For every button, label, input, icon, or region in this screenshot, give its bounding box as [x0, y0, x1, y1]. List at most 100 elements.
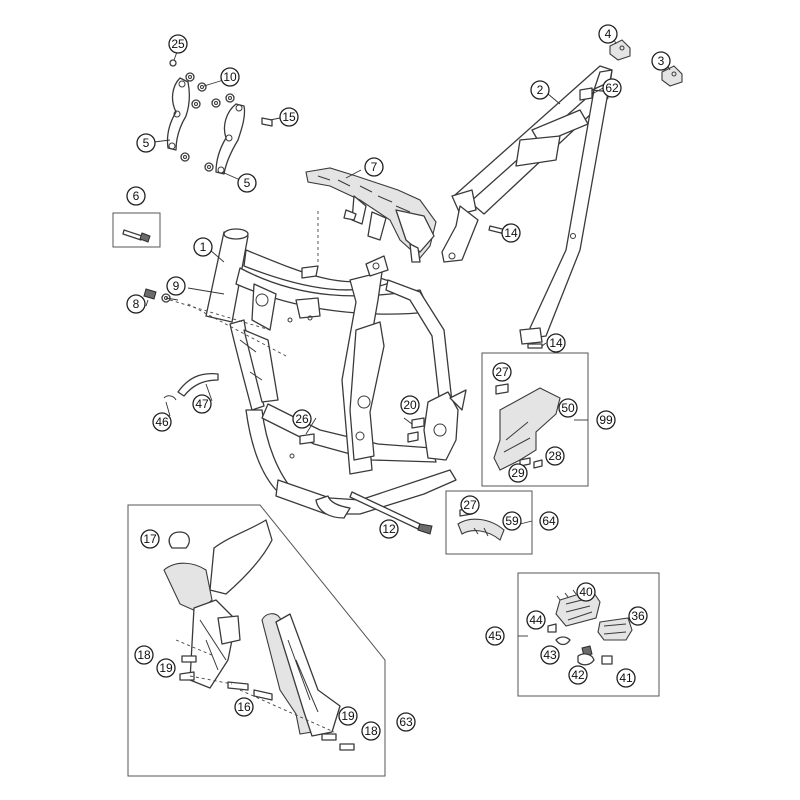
callout-label: 42: [571, 668, 585, 682]
callout-label: 20: [403, 398, 417, 412]
callout-label: 63: [399, 715, 413, 729]
callout-label: 50: [561, 401, 575, 415]
callout-label: 15: [282, 110, 296, 124]
callout-27-guide: 27: [492, 362, 512, 382]
callout-6: 6: [126, 186, 146, 206]
callout-41: 41: [616, 668, 636, 688]
callout-17: 17: [140, 529, 160, 549]
callout-label: 19: [159, 661, 173, 675]
callout-62: 62: [602, 78, 622, 98]
callout-19-right: 19: [338, 706, 358, 726]
callout-label: 45: [488, 629, 502, 643]
box-63: [127, 504, 386, 777]
callout-9: 9: [166, 276, 186, 296]
callout-46: 46: [152, 412, 172, 432]
callout-label: 40: [579, 585, 593, 599]
callout-45: 45: [485, 626, 505, 646]
callout-label: 64: [542, 514, 556, 528]
callout-label: 5: [143, 136, 150, 150]
callout-label: 27: [495, 365, 509, 379]
callout-label: 19: [341, 709, 355, 723]
box-45: [517, 572, 660, 697]
callout-5-left: 5: [136, 133, 156, 153]
callout-4: 4: [598, 24, 618, 44]
callout-44: 44: [526, 610, 546, 630]
callout-29: 29: [508, 463, 528, 483]
callout-label: 36: [631, 609, 645, 623]
callout-10: 10: [220, 67, 240, 87]
callout-27-slider: 27: [460, 495, 480, 515]
callout-12: 12: [379, 519, 399, 539]
callout-label: 7: [371, 160, 378, 174]
callout-63: 63: [396, 712, 416, 732]
box-99: [481, 352, 589, 487]
bracket-washers: [169, 59, 273, 172]
callout-19-left: 19: [156, 658, 176, 678]
callout-label: 10: [223, 70, 237, 84]
callout-label: 25: [171, 37, 185, 51]
box-64: [445, 490, 533, 555]
callout-label: 29: [511, 466, 525, 480]
callout-26: 26: [292, 409, 312, 429]
part-6-bolt-kit: [112, 212, 161, 248]
callout-label: 1: [200, 240, 207, 254]
callout-label: 18: [364, 724, 378, 738]
callout-59: 59: [502, 511, 522, 531]
callout-label: 3: [658, 54, 665, 68]
callout-label: 4: [605, 27, 612, 41]
callout-label: 99: [599, 413, 613, 427]
part-7-bracket: [305, 167, 437, 263]
callout-50: 50: [558, 398, 578, 418]
engine-bracket-right: [215, 103, 246, 175]
chain-guide-99: [493, 383, 561, 471]
part-47-hose: [163, 372, 219, 401]
callout-label: 46: [155, 415, 169, 429]
callout-43: 43: [540, 645, 560, 665]
callout-label: 9: [173, 279, 180, 293]
group-boxes: [127, 352, 660, 777]
callout-label: 28: [548, 449, 562, 463]
callout-3: 3: [651, 51, 671, 71]
callout-15: 15: [279, 107, 299, 127]
callout-42: 42: [568, 665, 588, 685]
callout-label: 44: [529, 613, 543, 627]
subframe-fasteners: [488, 39, 683, 349]
callout-label: 59: [505, 514, 519, 528]
rear-subframe: [441, 65, 615, 345]
callout-47: 47: [192, 394, 212, 414]
callout-label: 14: [549, 336, 563, 350]
main-frame: [205, 228, 467, 519]
callout-label: 41: [619, 671, 633, 685]
callout-2: 2: [530, 80, 550, 100]
callout-20: 20: [400, 395, 420, 415]
frame-protector-63: [163, 519, 355, 751]
callout-7: 7: [364, 157, 384, 177]
callout-label: 14: [504, 226, 518, 240]
callout-label: 62: [605, 81, 619, 95]
callout-5-right: 5: [237, 173, 257, 193]
callout-label: 2: [537, 83, 544, 97]
callout-label: 12: [382, 522, 396, 536]
callout-36: 36: [628, 606, 648, 626]
engine-bracket-left: [166, 77, 190, 151]
callout-label: 18: [137, 648, 151, 662]
callout-label: 27: [463, 498, 477, 512]
callout-40: 40: [576, 582, 596, 602]
callout-label: 16: [237, 700, 251, 714]
callout-label: 6: [133, 189, 140, 203]
callout-label: 43: [543, 648, 557, 662]
callout-1: 1: [193, 237, 213, 257]
callout-label: 5: [244, 176, 251, 190]
callout-25: 25: [168, 34, 188, 54]
callout-14-lower: 14: [546, 333, 566, 353]
callout-28: 28: [545, 446, 565, 466]
callout-14-upper: 14: [501, 223, 521, 243]
callout-label: 26: [295, 412, 309, 426]
callout-16: 16: [234, 697, 254, 717]
callout-99: 99: [596, 410, 616, 430]
callout-label: 8: [133, 297, 140, 311]
callout-label: 17: [143, 532, 157, 546]
callout-8: 8: [126, 294, 146, 314]
